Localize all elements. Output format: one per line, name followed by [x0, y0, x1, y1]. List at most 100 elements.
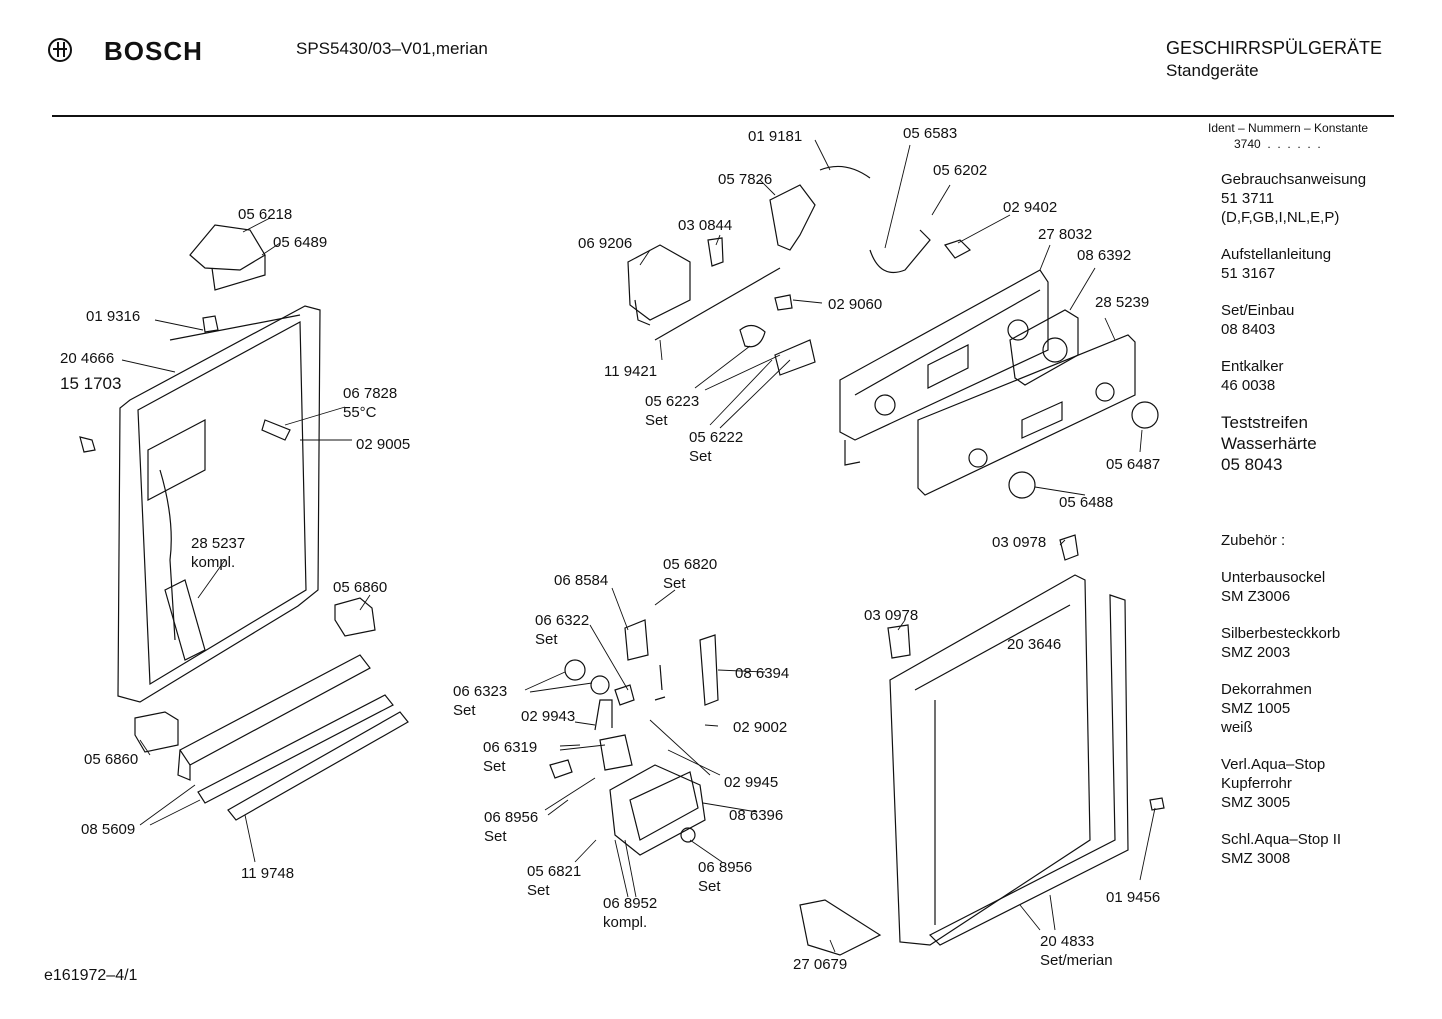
part-small-clip: [203, 316, 218, 332]
sidebar-entry-gebrauchsanweisung: Gebrauchsanweisung 51 3711 (D,F,GB,I,NL,…: [1221, 171, 1367, 226]
part-label-068956-right: 06 8956 Set: [698, 859, 753, 895]
spring-clip: [775, 295, 792, 310]
part-label-069206: 06 9206: [578, 235, 633, 252]
part-label-030978-upper: 03 0978: [992, 534, 1047, 551]
part-label-278032: 27 8032: [1038, 226, 1093, 243]
module-knob: [1043, 338, 1067, 362]
sidebar-entry-zubehoer: Zubehör :: [1221, 532, 1286, 549]
outer-door-drawing: [890, 575, 1090, 945]
part-label-270679: 27 0679: [793, 956, 848, 973]
part-label-029943: 02 9943: [521, 708, 576, 725]
part-label-068584: 06 8584: [554, 572, 609, 589]
gear-wheel: [740, 325, 765, 346]
sensor-wire: [820, 166, 870, 178]
category-title: GESCHIRRSPÜLGERÄTE: [1166, 38, 1383, 58]
part-label-056583: 05 6583: [903, 125, 958, 142]
part-label-029005: 02 9005: [356, 436, 411, 453]
bracket-068584: [625, 620, 648, 660]
part-label-285237: 28 5237 kompl.: [191, 535, 246, 571]
part-label-057826: 05 7826: [718, 171, 773, 188]
part-label-119748: 11 9748: [241, 865, 295, 882]
clip-part: [945, 240, 970, 258]
part-label-019181: 01 9181: [748, 128, 803, 145]
part-label-029945: 02 9945: [724, 774, 779, 791]
sidebar-entry-dekorrahmen: Dekorrahmen SMZ 1005 weiß: [1221, 681, 1312, 736]
part-label-056487: 05 6487: [1106, 456, 1161, 473]
pin-part: [660, 665, 662, 690]
part-label-066319: 06 6319 Set: [483, 739, 538, 775]
part-label-085609: 08 5609: [81, 821, 136, 838]
model-number: SPS5430/03–V01,merian: [296, 39, 488, 58]
hinge-bracket: [800, 900, 880, 955]
brand-name: BOSCH: [104, 36, 203, 66]
clip-030978-upper: [1060, 535, 1078, 560]
electronic-module: [1010, 310, 1078, 385]
part-label-067828: 06 7828 55°C: [343, 385, 398, 421]
part-label-030978-lower: 03 0978: [864, 607, 919, 624]
sidebar-entry-teststreifen: Teststreifen Wasserhärte 05 8043: [1221, 413, 1317, 474]
seal-066323a: [565, 660, 585, 680]
connecting-rod: [655, 268, 780, 340]
small-switch: [708, 238, 723, 266]
seal-066323b: [591, 676, 609, 694]
base-strips-drawing: [178, 655, 408, 820]
part-label-086392: 08 6392: [1077, 247, 1132, 264]
subcategory-title: Standgeräte: [1166, 61, 1259, 80]
part-label-056860-upper: 05 6860: [333, 579, 388, 596]
part-label-056222: 05 6222 Set: [689, 429, 744, 465]
frame-drawing: [930, 595, 1128, 945]
sidebar-entry-aufstellanleitung: Aufstellanleitung 51 3167: [1221, 246, 1332, 282]
sidebar-entry-aqua-stop-2: Schl.Aqua–Stop II SMZ 3008: [1221, 831, 1342, 867]
part-label-086394: 08 6394: [735, 665, 790, 682]
part-label-056218: 05 6218: [238, 206, 293, 223]
part-label-204666: 20 4666: [60, 350, 115, 367]
leader-lines: [122, 140, 1155, 952]
sidebar-entry-entkalker: Entkalker 46 0038: [1221, 358, 1284, 394]
cable-harness: [870, 230, 930, 273]
cap-068956: [550, 760, 572, 778]
document-code: e161972–4/1: [44, 967, 138, 984]
lever-086394: [700, 635, 718, 705]
part-label-029060: 02 9060: [828, 296, 883, 313]
glass-panel-drawing: [918, 335, 1135, 495]
part-label-029002: 02 9002: [733, 719, 788, 736]
part-label-066322: 06 6322 Set: [535, 612, 590, 648]
part-label-056820: 05 6820 Set: [663, 556, 718, 592]
part-label-019456: 01 9456: [1106, 889, 1161, 906]
part-label-019316: 01 9316: [86, 308, 141, 325]
part-label-068956-left: 06 8956 Set: [484, 809, 539, 845]
part-label-204833: 20 4833 Set/merian: [1040, 933, 1113, 969]
sidebar-entry-aqua-stop-kupferrohr: Verl.Aqua–Stop Kupferrohr SMZ 3005: [1221, 756, 1326, 811]
knob-056488: [1009, 472, 1035, 498]
part-label-029402: 02 9402: [1003, 199, 1058, 216]
sidebar-entry-unterbausockel: Unterbausockel SM Z3006: [1221, 569, 1326, 605]
part-label-285239: 28 5239: [1095, 294, 1150, 311]
screw-drawing: [80, 437, 95, 452]
part-label-030844: 03 0844: [678, 217, 733, 234]
part-label-056489: 05 6489: [273, 234, 328, 251]
door-lock-drawing: [190, 225, 265, 290]
part-label-068952: 06 8952 kompl.: [603, 895, 658, 931]
part-label-056821: 05 6821 Set: [527, 863, 582, 899]
part-label-056488: 05 6488: [1059, 494, 1114, 511]
push-rod: [775, 340, 815, 375]
part-label-203646: 20 3646: [1007, 636, 1062, 653]
lid-066319: [600, 735, 632, 770]
part-label-151703: 15 1703: [60, 374, 122, 393]
screw-019456: [1150, 798, 1164, 810]
ident-numbers-label: Ident – Nummern – Konstante: [1208, 121, 1369, 135]
bracket-part: [770, 185, 815, 250]
bosch-logo-icon: [48, 38, 72, 62]
part-label-056202: 05 6202: [933, 162, 988, 179]
dispenser-drawing: [610, 765, 705, 855]
ident-numbers-value: 3740 . . . . . .: [1234, 137, 1321, 151]
knob-056487: [1132, 402, 1158, 428]
small-spring: [655, 697, 665, 700]
clip-029943: [595, 700, 612, 730]
inner-door-panel-drawing: [118, 306, 320, 702]
foam-block-upper: [335, 598, 375, 636]
clip-030978-lower: [888, 625, 910, 658]
header-divider: [52, 115, 1394, 117]
part-label-056223: 05 6223 Set: [645, 393, 700, 429]
